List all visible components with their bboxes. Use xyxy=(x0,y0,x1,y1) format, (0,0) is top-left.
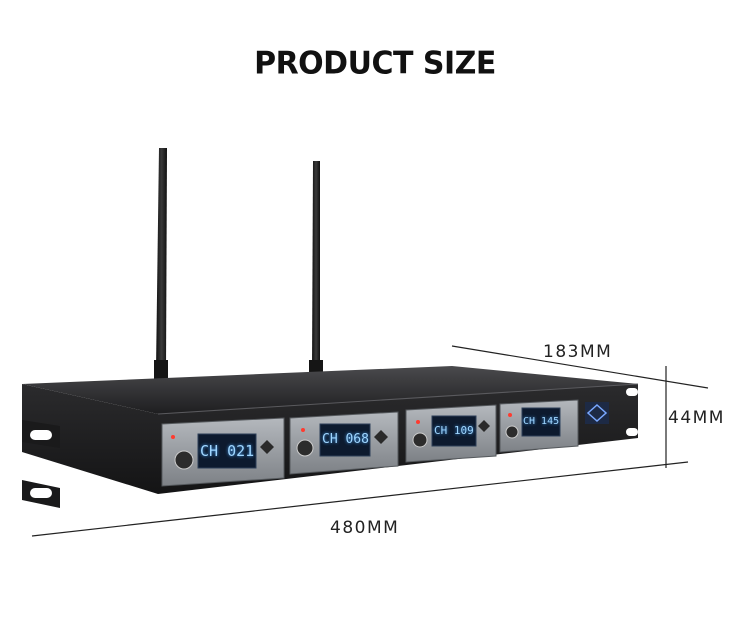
width-label: 480MM xyxy=(330,518,400,538)
power-button-logo xyxy=(585,402,609,424)
antenna-right xyxy=(309,161,323,380)
page-title: PRODUCT SIZE xyxy=(254,45,496,82)
channel-panel-4 xyxy=(499,399,579,453)
channel-1-display: CH 021 xyxy=(200,442,255,460)
channel-2-display: CH 068 xyxy=(322,432,369,447)
antenna-left xyxy=(154,148,168,382)
channel-panel-2 xyxy=(289,411,399,475)
depth-label: 183MM xyxy=(543,342,613,362)
depth-dimension-line xyxy=(451,345,709,389)
chassis-top xyxy=(22,366,638,414)
channel-panel-3 xyxy=(405,404,497,463)
channel-panel-1 xyxy=(161,417,285,487)
channel-3-display: CH 109 xyxy=(434,424,474,437)
width-dimension-line xyxy=(31,461,689,537)
channel-4-display: CH 145 xyxy=(523,416,560,427)
rack-ear-right xyxy=(626,388,638,436)
rack-ear-left xyxy=(22,420,60,508)
height-label: 44MM xyxy=(668,408,725,428)
